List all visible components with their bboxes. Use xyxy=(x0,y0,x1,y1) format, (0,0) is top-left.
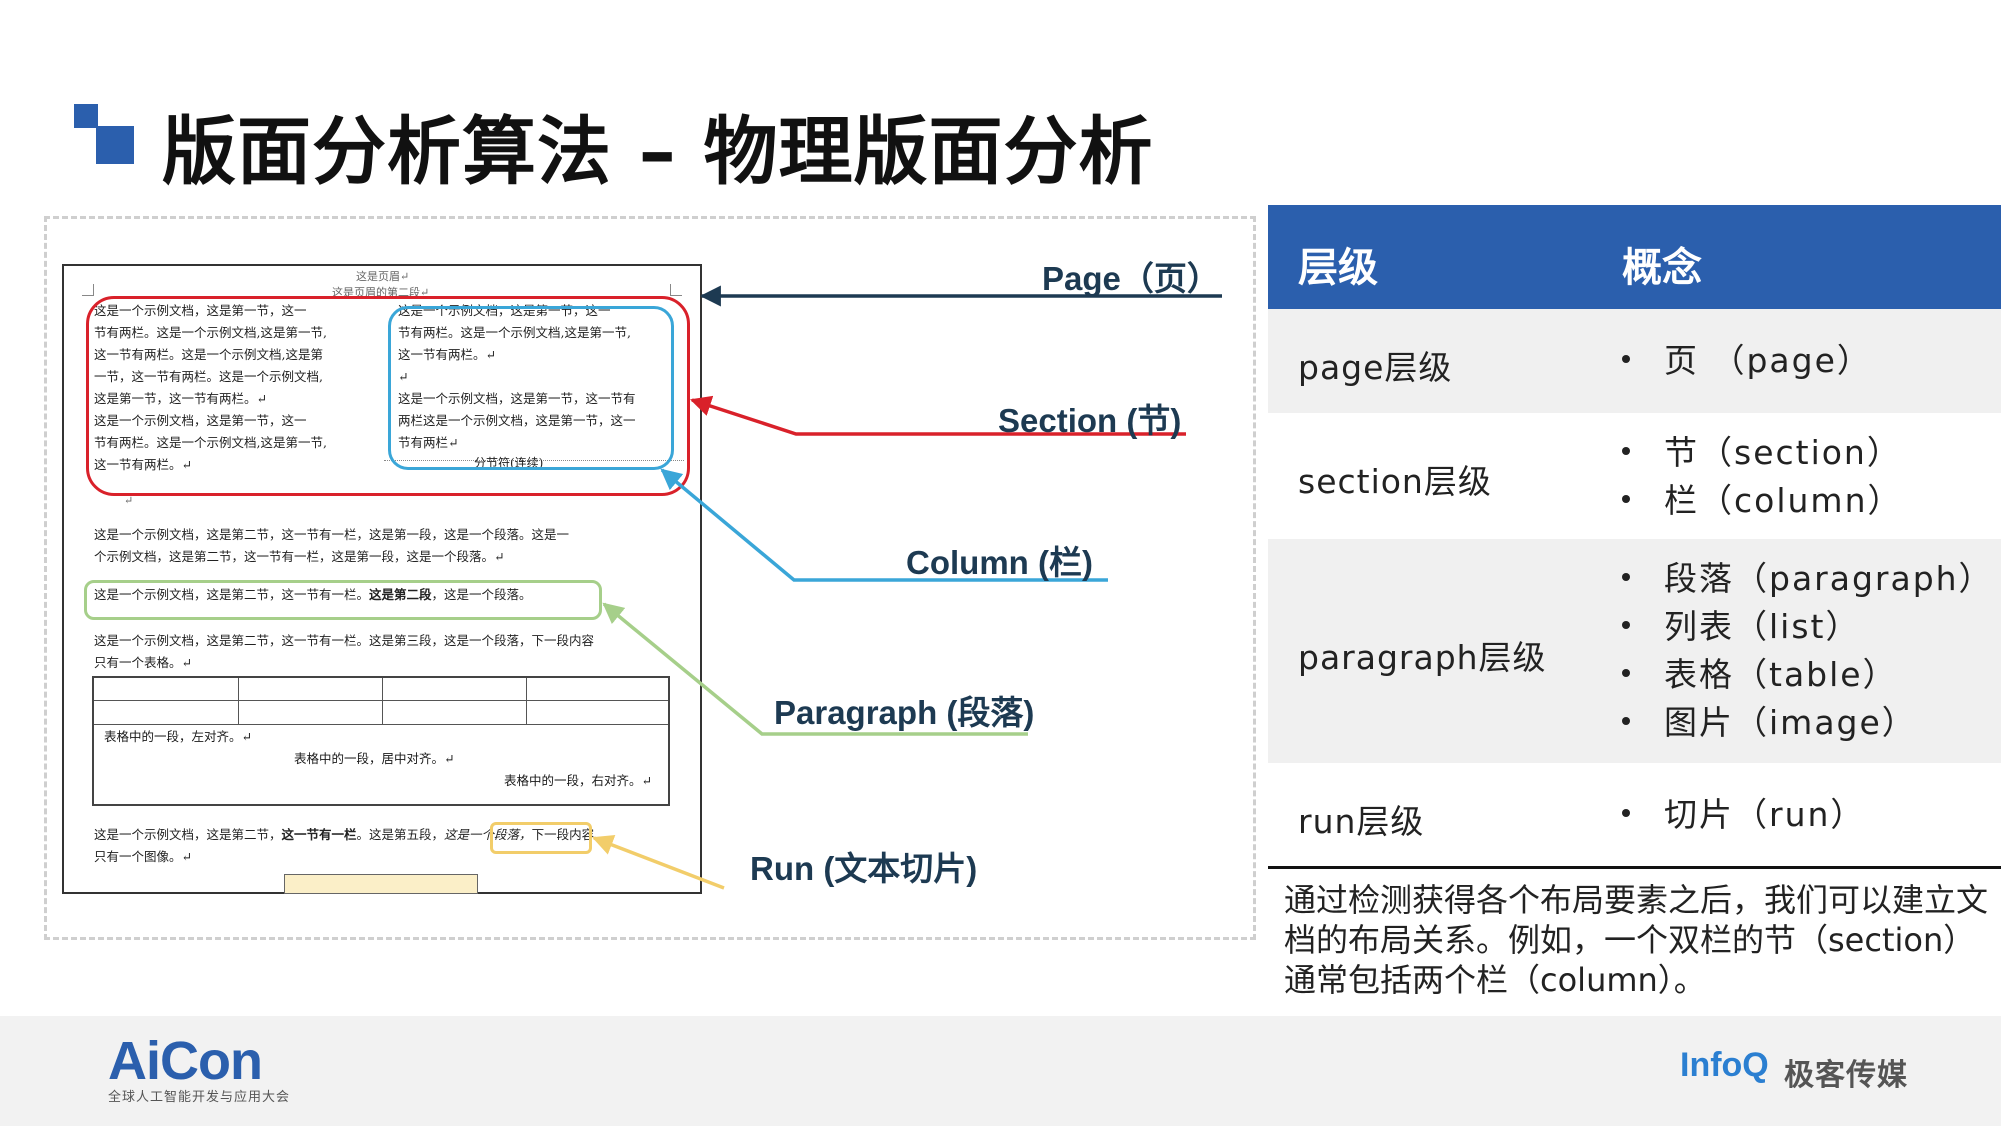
paragraph-highlight xyxy=(84,580,602,620)
list-item: 节（section） xyxy=(1622,429,1902,477)
doc-line: 这是第一节，这一节有两栏。↵ xyxy=(94,391,267,406)
footer-bar xyxy=(0,1016,2001,1126)
aicon-logo: AiCon xyxy=(108,1031,263,1091)
doc-line: 只有一个表格。↵ xyxy=(94,655,192,670)
title-bullet-icon xyxy=(74,104,134,164)
doc-line: 这是一个示例文档，这是第一节，这一 xyxy=(94,413,307,428)
doc-header: 这是页眉↵ xyxy=(356,270,410,283)
list-item: 列表（list） xyxy=(1622,603,1994,651)
table-cell-right: 表格中的一段，右对齐。↵ xyxy=(504,773,652,788)
section-arrow xyxy=(690,395,1186,436)
list-item: 表格（table） xyxy=(1622,651,1994,699)
table-row: paragraph层级 段落（paragraph） 列表（list） 表格（ta… xyxy=(1268,539,2001,763)
doc-line: 这是一个示例文档，这是第一节，这一 xyxy=(94,303,307,318)
list-item: 栏（column） xyxy=(1622,477,1902,525)
doc-line: 两栏这是一个示例文档，这是第一节，这一 xyxy=(398,413,636,428)
doc-line: 节有两栏。这是一个示例文档,这是第一节, xyxy=(398,325,631,340)
concept-table-header: 层级 概念 xyxy=(1268,205,2001,309)
list-item: 页 （page） xyxy=(1622,337,1872,385)
table-cell-center: 表格中的一段，居中对齐。↵ xyxy=(294,751,455,766)
page-title: 版面分析算法 – 物理版面分析 xyxy=(162,109,1154,195)
geek-media-logo: 极客传媒 xyxy=(1784,1058,1908,1093)
doc-line: 这一节有两栏。↵ xyxy=(94,457,192,472)
doc-line: 这一节有两栏。↵ xyxy=(398,347,496,362)
label-paragraph: Paragraph (段落) xyxy=(774,694,1035,731)
table-row: page层级 页 （page） xyxy=(1268,309,2001,413)
doc-paragraph-2: 这是一个示例文档，这是第二节，这一节有一栏。这是第二段，这是一个段落。 xyxy=(94,587,532,602)
doc-line: 这是一个示例文档，这是第二节，这一节有一栏。这是第三段，这是一个段落，下一段内容 xyxy=(94,633,595,648)
doc-line: 节有两栏。这是一个示例文档,这是第一节, xyxy=(94,325,327,340)
run-highlight xyxy=(490,822,592,854)
doc-image-placeholder xyxy=(284,874,478,894)
list-item: 段落（paragraph） xyxy=(1622,555,1994,603)
section-highlight xyxy=(86,296,690,496)
table-cell-left: 表格中的一段，左对齐。↵ xyxy=(104,729,252,744)
header-concept: 概念 xyxy=(1622,245,1702,291)
section-break: 分节符(连续) xyxy=(474,456,544,470)
label-section: Section (节) xyxy=(998,402,1182,439)
label-page: Page（页） xyxy=(1042,260,1220,297)
doc-header-2: 这是页眉的第二段↵ xyxy=(332,286,430,299)
doc-paragraph-5: 这是一个示例文档，这是第二节，这一节有一栏。这是第五段，这是一个段落，下一段内容 xyxy=(94,827,595,842)
aicon-subtitle: 全球人工智能开发与应用大会 xyxy=(108,1090,291,1105)
doc-line: 这是一个示例文档，这是第二节，这一节有一栏，这是第一段，这是一个段落。这是一 xyxy=(94,527,570,542)
table-row: section层级 节（section） 栏（column） xyxy=(1268,413,2001,539)
list-item: 切片（run） xyxy=(1622,791,1865,839)
column-arrow xyxy=(660,468,1108,582)
doc-line: 节有两栏。这是一个示例文档,这是第一节, xyxy=(94,435,327,450)
doc-line: 节有两栏↵ xyxy=(398,435,459,450)
run-arrow xyxy=(592,834,725,890)
doc-line: 这一节有两栏。这是一个示例文档,这是第 xyxy=(94,347,323,362)
label-run: Run (文本切片) xyxy=(750,850,978,887)
sample-document: 这是页眉↵ 这是页眉的第二段↵ 这是一个示例文档，这是第一节，这一节有两栏。这是… xyxy=(62,264,702,1035)
illustration-frame xyxy=(44,216,1256,940)
doc-line: 一节，这一节有两栏。这是一个示例文档, xyxy=(94,369,323,384)
list-item: 图片（image） xyxy=(1622,699,1994,747)
table-bottom-rule xyxy=(1268,866,2001,869)
description-text: 通过检测获得各个布局要素之后，我们可以建立文档的布局关系。例如，一个双栏的节（s… xyxy=(1284,881,1989,999)
doc-line: ↵ xyxy=(398,369,409,384)
doc-table: 表格中的一段，左对齐。↵ 表格中的一段，居中对齐。↵ 表格中的一段，右对齐。↵ xyxy=(92,676,670,806)
column-highlight xyxy=(388,306,674,470)
doc-paragraph-5b: 只有一个图像。↵ xyxy=(94,849,192,864)
label-column: Column (栏) xyxy=(906,544,1093,581)
table-row: run层级 切片（run） xyxy=(1268,763,2001,866)
header-level: 层级 xyxy=(1298,245,1378,291)
paragraph-arrow xyxy=(602,602,1028,736)
doc-line: 个示例文档，这是第二节，这一节有一栏，这是第一段，这是一个段落。↵ xyxy=(94,549,505,564)
infoq-logo: InfoQ xyxy=(1680,1046,1769,1084)
doc-line: 这是一个示例文档，这是第一节，这一节有 xyxy=(398,391,636,406)
